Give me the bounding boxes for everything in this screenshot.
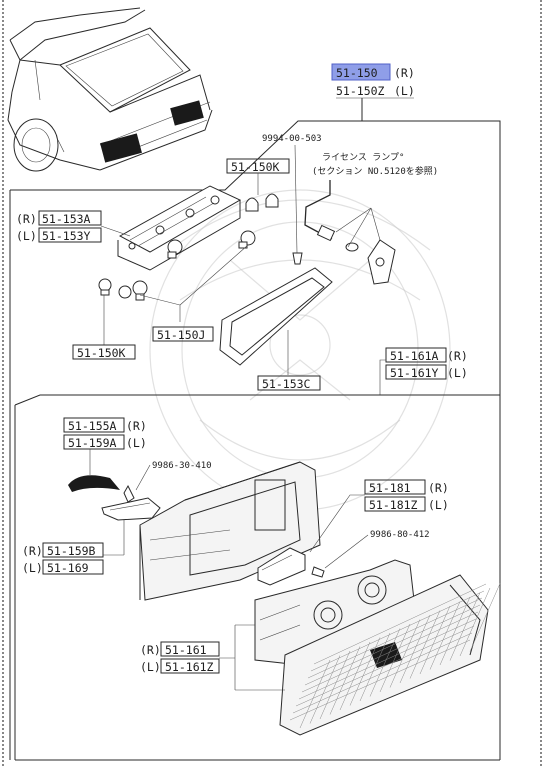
part-51-155a[interactable]: 51-155A: [68, 419, 117, 433]
part-51-181[interactable]: 51-181: [369, 481, 411, 495]
license-lamp-note-line2[interactable]: (セクション NO.5120を参照): [312, 165, 438, 177]
side-marker-lamp: [257, 547, 306, 586]
part-51-159a[interactable]: 51-159A: [68, 436, 117, 450]
prefix-l-153y: (L): [16, 229, 37, 243]
gasket: [219, 267, 333, 366]
prefix-r-153a: (R): [16, 212, 37, 226]
license-lamp-socket: [304, 180, 396, 285]
prefix-l-161z: (L): [140, 660, 161, 674]
suffix-r-155a: (R): [126, 419, 147, 433]
car-rear-illustration: [7, 7, 213, 172]
main-part-highlight[interactable]: [331, 63, 391, 81]
main-part-number-right[interactable]: 51-150: [336, 66, 378, 80]
suffix-r-161a: (R): [447, 349, 468, 363]
part-51-153a[interactable]: 51-153A: [42, 212, 91, 226]
suffix-l-181z: (L): [428, 498, 449, 512]
lamp-socket-plate: [117, 185, 242, 271]
main-part-suffix-right: (R): [394, 66, 415, 80]
bolt-top-label[interactable]: 9994-00-503: [262, 134, 322, 144]
screw-412-label[interactable]: 9986-80-412: [370, 530, 430, 540]
part-51-150k-top[interactable]: 51-150K: [231, 160, 280, 174]
part-51-181z[interactable]: 51-181Z: [369, 498, 418, 512]
prefix-r-161: (R): [140, 643, 161, 657]
part-51-169[interactable]: 51-169: [47, 561, 89, 575]
seal-strip: [68, 475, 120, 492]
prefix-r-159b: (R): [22, 544, 43, 558]
molding-bracket: [101, 497, 161, 521]
part-51-153y[interactable]: 51-153Y: [42, 229, 91, 243]
part-51-159b[interactable]: 51-159B: [47, 544, 96, 558]
bulbs-lower: [98, 230, 256, 301]
part-51-153c[interactable]: 51-153C: [262, 377, 311, 391]
part-51-161[interactable]: 51-161: [165, 643, 207, 657]
bolt-top: [292, 252, 303, 265]
lower-assembly-frame: [14, 394, 500, 406]
part-51-150j[interactable]: 51-150J: [157, 328, 205, 342]
main-part-suffix-left: (L): [394, 84, 415, 98]
suffix-r-181: (R): [428, 481, 449, 495]
part-51-161y[interactable]: 51-161Y: [390, 366, 439, 380]
suffix-l-159a: (L): [126, 436, 147, 450]
part-51-150k-bottom[interactable]: 51-150K: [77, 346, 126, 360]
main-part-number-left[interactable]: 51-150Z: [336, 84, 385, 98]
prefix-l-169: (L): [22, 561, 43, 575]
screw-410: [123, 484, 135, 503]
part-51-161z[interactable]: 51-161Z: [165, 660, 214, 674]
bulb-wedge-top: [245, 193, 279, 212]
license-lamp-note-line1: ライセンス ランプ°: [322, 152, 404, 163]
screw-412: [311, 566, 325, 578]
upper-assembly-frame: [10, 120, 501, 395]
suffix-l-161y: (L): [447, 366, 468, 380]
screw-410-label[interactable]: 9986-30-410: [152, 461, 212, 471]
lens-grid-pattern: [289, 583, 501, 729]
lens-housing: [139, 461, 321, 601]
part-51-161a[interactable]: 51-161A: [390, 349, 439, 363]
